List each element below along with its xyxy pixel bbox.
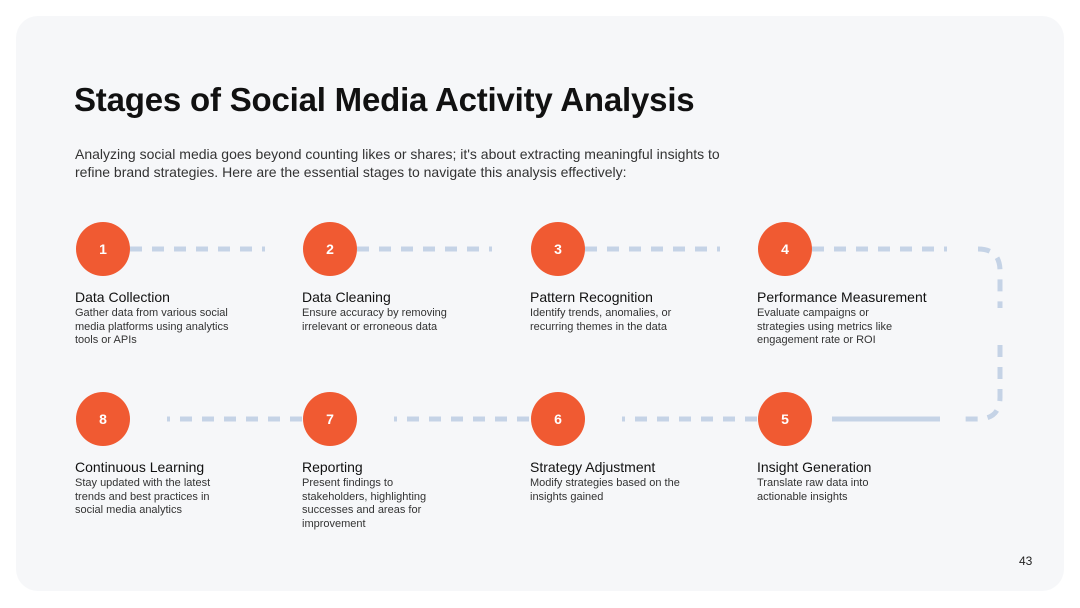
loop-down-arrow [977,246,1003,308]
stage-title: Data Collection [75,289,170,305]
stage-title: Reporting [302,459,363,475]
stage-title: Performance Measurement [757,289,927,305]
page-number: 43 [1019,554,1033,568]
slide-title: Stages of Social Media Activity Analysis [74,81,695,118]
stage-number-circle: 4 [758,222,812,276]
stage-3: Pattern Recognition Identify trends, ano… [530,289,710,334]
stage-1: Data Collection Gather data from various… [75,289,255,348]
stage-5: Insight Generation Translate raw data in… [757,459,937,504]
stage-description: Ensure accuracy by removing irrelevant o… [302,307,447,333]
stage-title: Pattern Recognition [530,289,653,305]
intro-text: Analyzing social media goes beyond count… [75,146,720,180]
stage-description: Stay updated with the latest trends and … [75,477,211,516]
stage-number-circle: 3 [531,222,585,276]
stage-description: Modify strategies based on the insights … [530,477,680,503]
stage-description: Gather data from various social media pl… [75,307,229,346]
stage-description: Translate raw data into actionable insig… [757,477,869,503]
stage-title: Data Cleaning [302,289,391,305]
stage-number-circle: 2 [303,222,357,276]
stage-8: Continuous Learning Stay updated with th… [75,459,255,518]
stage-4: Performance Measurement Evaluate campaig… [757,289,937,348]
stage-description: Evaluate campaigns or strategies using m… [757,307,893,346]
stage-2: Data Cleaning Ensure accuracy by removin… [302,289,482,334]
stage-description: Identify trends, anomalies, or recurring… [530,307,672,333]
stage-number-circle: 6 [531,392,585,446]
loop-return-path [963,345,1003,422]
stage-6: Strategy Adjustment Modify strategies ba… [530,459,710,504]
stage-title: Insight Generation [757,459,872,475]
stage-7: Reporting Present findings to stakeholde… [302,459,482,531]
stage-title: Continuous Learning [75,459,205,475]
stage-title: Strategy Adjustment [530,459,656,475]
stage-number-circle: 5 [758,392,812,446]
stage-description: Present findings to stakeholders, highli… [302,477,427,530]
slide [16,16,1064,591]
stage-number-circle: 1 [76,222,130,276]
stage-number-circle: 8 [76,392,130,446]
stage-number-circle: 7 [303,392,357,446]
